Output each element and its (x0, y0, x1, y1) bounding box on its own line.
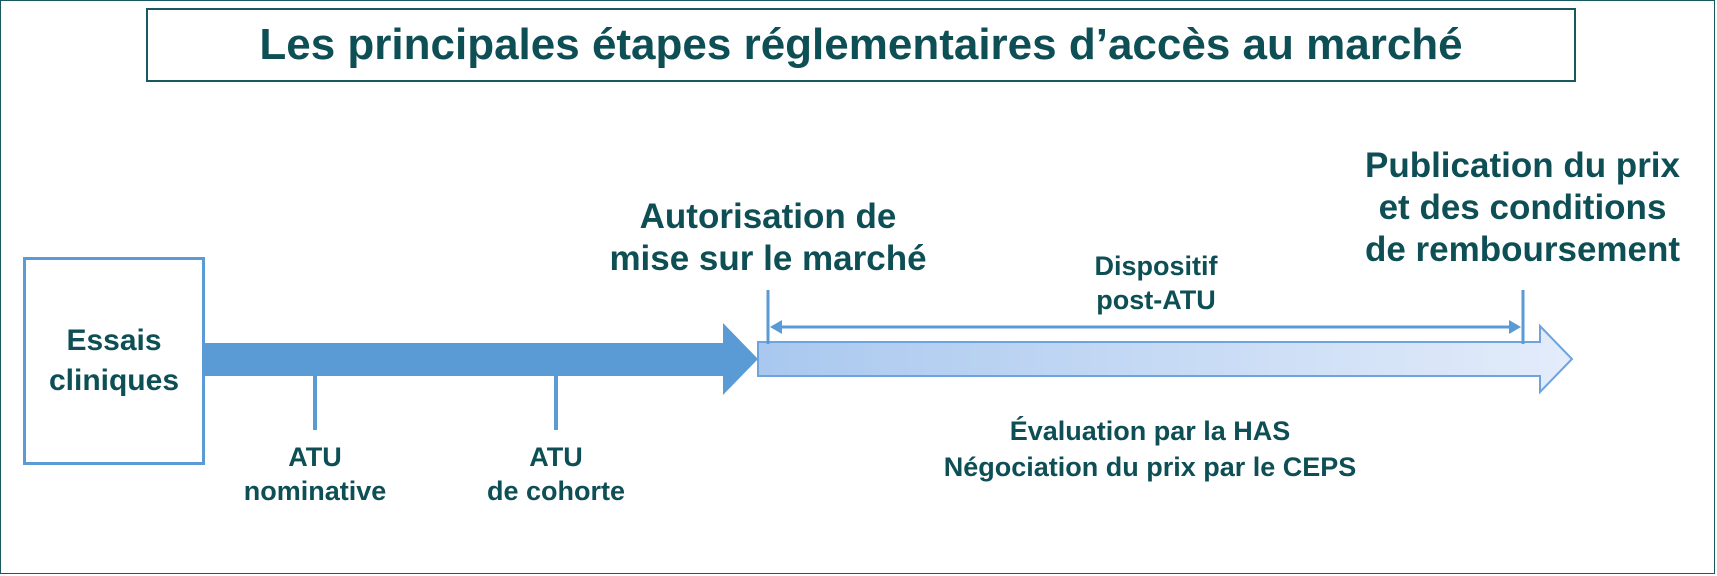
essais-label-line1: Essais (66, 324, 162, 357)
solid-arrow (205, 323, 758, 395)
atu-nominative-label: ATU nominative (243, 442, 387, 506)
evaluation-label: Évaluation par la HAS Négociation du pri… (943, 416, 1357, 482)
essais-cliniques-box: Essais cliniques (23, 257, 205, 465)
dispositif-post-atu-label: Dispositif post-ATU (1094, 251, 1218, 315)
title-box: Les principales étapes réglementaires d’… (146, 8, 1576, 82)
span-arrowhead-right (1509, 320, 1521, 334)
publication-label: Publication du prix et des conditions de… (1364, 146, 1681, 269)
span-arrowhead-left (770, 320, 782, 334)
gradient-arrow (757, 323, 1574, 395)
diagram-title: Les principales étapes réglementaires d’… (259, 20, 1463, 69)
atu-cohorte-label: ATU de cohorte (486, 442, 626, 506)
amm-label: Autorisation de mise sur le marché (609, 197, 927, 278)
essais-label-line2: cliniques (48, 364, 180, 397)
